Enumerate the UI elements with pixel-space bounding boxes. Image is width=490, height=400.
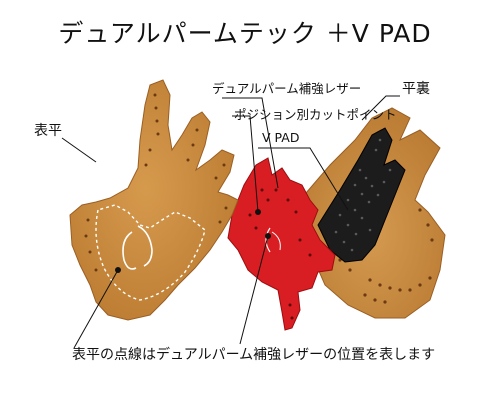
diagram-caption: 表平の点線はデュアルパーム補強レザーの位置を表します <box>72 347 436 363</box>
position-cut-leader <box>232 115 259 213</box>
back-palm-piece <box>69 79 239 321</box>
vpad-piece <box>317 127 406 263</box>
leader-dots <box>115 209 271 273</box>
label-position-cut-point: ポジション別カットポイント <box>234 107 397 122</box>
label-back-palm: 表平 <box>34 123 62 139</box>
lining-leader <box>361 95 400 121</box>
vpad-leader <box>258 147 349 211</box>
label-vpad: V PAD <box>262 130 300 145</box>
label-dual-palm-reinforcement: デュアルパーム補強レザー <box>212 81 362 96</box>
dot-caption-right <box>265 233 271 239</box>
leader-lines <box>61 95 400 349</box>
label-lining: 平裏 <box>402 81 430 97</box>
dot-caption-left <box>115 267 121 273</box>
back-palm-leader <box>61 137 97 163</box>
caption-leader-right <box>239 235 269 345</box>
dot-position-cut <box>255 209 261 215</box>
caption-leader-left <box>73 269 119 349</box>
dual-palm-leader <box>222 97 279 189</box>
page-title: デュアルパームテック ＋V PAD <box>58 19 432 48</box>
